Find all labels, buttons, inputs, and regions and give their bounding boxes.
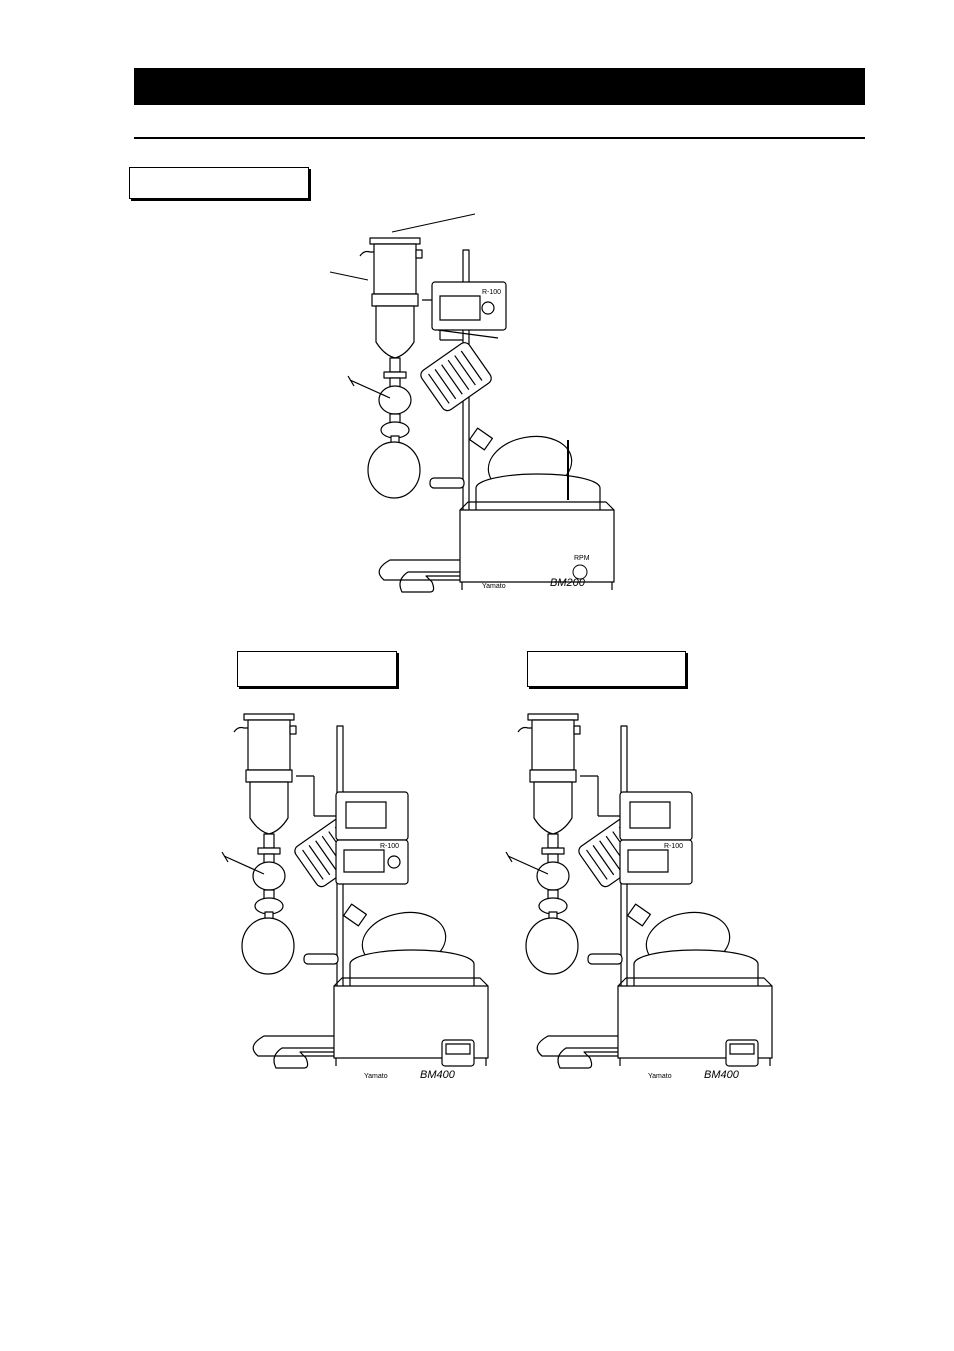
- brand-label: Yamato: [364, 1073, 388, 1080]
- figure-label-box-top: [129, 167, 309, 199]
- controller-label: R-100: [380, 843, 399, 850]
- controller-label: R-100: [482, 289, 501, 296]
- rotary-evaporator-illustration-top: R-100 RPM Yamato BM200: [330, 210, 615, 593]
- brand-label: Yamato: [482, 583, 506, 590]
- model-label: BM400: [704, 1069, 740, 1081]
- figure-label-box-bottom-right: [527, 651, 686, 687]
- rotary-evaporator-illustration-bottom-left: R-100 Yamato BM400: [221, 713, 489, 1081]
- controller-label: R-100: [664, 843, 683, 850]
- model-label: BM200: [550, 577, 586, 589]
- section-header-bar: [134, 68, 865, 105]
- model-label: BM400: [420, 1069, 456, 1081]
- section-divider: [134, 137, 865, 139]
- leader-line: [392, 214, 475, 232]
- brand-label: Yamato: [648, 1073, 672, 1080]
- leader-line: [330, 272, 368, 280]
- figure-label-box-bottom-left: [237, 651, 397, 687]
- panel-label: RPM: [574, 555, 590, 562]
- rotary-evaporator-illustration-bottom-right: R-100 Yamato BM400: [505, 713, 773, 1081]
